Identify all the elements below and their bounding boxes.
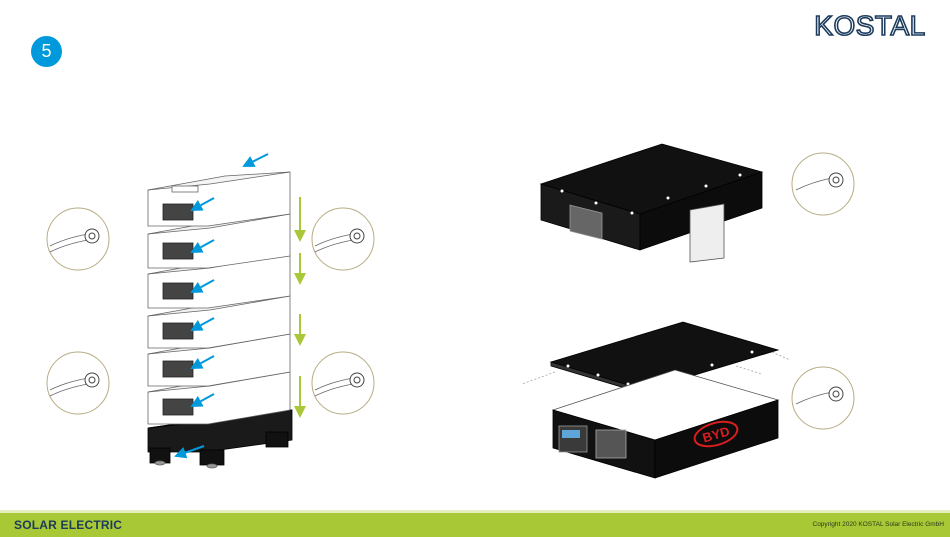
screw-detail [47, 208, 109, 270]
screw-detail [792, 153, 854, 215]
footer-bar: SOLAR ELECTRIC Copyright 2020 KOSTAL Sol… [0, 510, 950, 537]
screw-detail [312, 208, 374, 270]
footer-brand: SOLAR ELECTRIC [14, 518, 122, 532]
footer-copyright: Copyright 2020 KOSTAL Solar Electric Gmb… [813, 521, 945, 528]
screw-detail [312, 352, 374, 414]
screw-detail [792, 367, 854, 429]
open-battery-module [553, 370, 778, 478]
closed-battery-module [541, 144, 762, 262]
battery-stack [148, 172, 292, 468]
screw-detail [47, 352, 109, 414]
